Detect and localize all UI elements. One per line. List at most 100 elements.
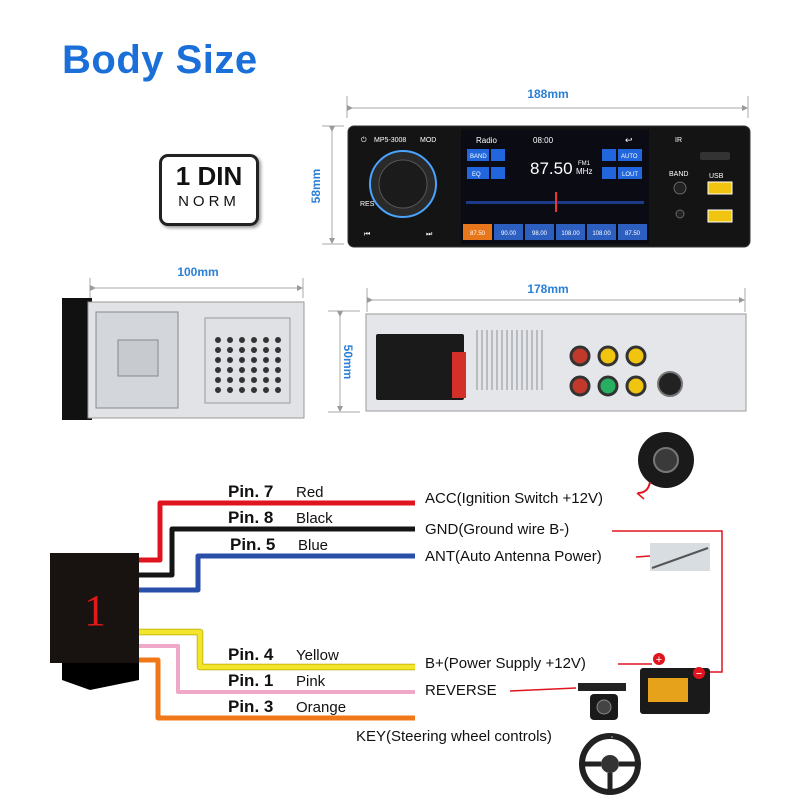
preset-label: 87.50 (625, 231, 641, 237)
side-depth-dimension: 100mm (89, 265, 304, 298)
pin-color-label: Orange (296, 699, 346, 716)
preset-button[interactable] (525, 224, 554, 240)
next-button[interactable] (602, 167, 616, 179)
vent-hole (251, 337, 257, 343)
battery-image: + − (640, 653, 710, 714)
preset-button[interactable] (587, 224, 616, 240)
radio-app-label: Radio (476, 136, 497, 145)
eq-button[interactable] (467, 167, 489, 179)
pin-label: Pin. 4 (228, 645, 274, 664)
band-key-label: BAND (669, 171, 688, 178)
vent-hole (251, 387, 257, 393)
vent-hole (227, 347, 233, 353)
vent-hole (275, 377, 281, 383)
seek-forward-button[interactable] (602, 149, 616, 161)
vent-hole (239, 337, 245, 343)
rib (521, 330, 523, 390)
wire-black (139, 526, 415, 578)
preset-button[interactable] (556, 224, 585, 240)
back-width-label: 178mm (527, 282, 568, 296)
wire-function-label: B+(Power Supply +12V) (425, 655, 586, 672)
vent-hole (251, 377, 257, 383)
band-button[interactable] (467, 149, 489, 161)
volume-knob[interactable] (378, 159, 428, 209)
pin-label: Pin. 3 (228, 697, 273, 716)
vent-hole (227, 357, 233, 363)
back-panel (365, 313, 747, 412)
seek-back-button[interactable] (491, 149, 505, 161)
vent-hole (263, 367, 269, 373)
preset-button[interactable] (618, 224, 647, 240)
rib (486, 330, 488, 390)
vent-hole (227, 367, 233, 373)
vent-hole (239, 387, 245, 393)
rib (491, 330, 493, 390)
rib (481, 330, 483, 390)
aux-jack (675, 209, 685, 219)
preset-label: 98.00 (532, 231, 548, 237)
page-title: Body Size (62, 38, 258, 82)
wire-pink (139, 644, 415, 694)
preset-label: 90.00 (501, 231, 517, 237)
steering-wheel-image (579, 733, 641, 795)
pin-label: Pin. 1 (228, 671, 273, 690)
vent-hole (263, 337, 269, 343)
preset-button[interactable] (463, 224, 492, 240)
prev-button[interactable] (491, 167, 505, 179)
vent-hole (275, 387, 281, 393)
vent-hole (215, 367, 221, 373)
ignition-key-image (638, 432, 694, 488)
rib (501, 330, 503, 390)
band-readout: FM1 (578, 161, 591, 167)
preset-label: 108.00 (592, 231, 611, 237)
vent-hole (215, 337, 221, 343)
lout-button[interactable] (618, 167, 642, 179)
radio-front-panel: ⏻ MP5-3008 MOD RES ⏮ ⏭ Radio 08:00 ↩ BAN… (347, 125, 751, 248)
wire-blue (139, 553, 415, 593)
rib (496, 330, 498, 390)
preset-button[interactable] (494, 224, 523, 240)
usb-port-1 (707, 181, 733, 195)
pin-color-label: Blue (298, 537, 328, 554)
din-badge-line2: NORM (178, 193, 240, 210)
battery-minus-terminal (693, 667, 705, 679)
vent-hole (251, 347, 257, 353)
back-height-dimension: 50mm (328, 310, 360, 413)
battery-plus-label: + (656, 654, 662, 666)
wire-function-label: GND(Ground wire B-) (425, 521, 569, 538)
next-track-icon[interactable]: ⏭ (426, 231, 433, 238)
fuse (452, 352, 466, 398)
back-icon[interactable]: ↩ (625, 135, 633, 145)
prev-track-icon[interactable]: ⏮ (364, 231, 370, 238)
vent-hole (239, 357, 245, 363)
vent-hole (263, 377, 269, 383)
din-badge: 1 DIN NORM (159, 154, 259, 226)
acc-connector-line (637, 481, 651, 494)
vent-hole (227, 337, 233, 343)
front-height-dimension: 58mm (309, 125, 344, 245)
model-label: MP5-3008 (374, 137, 406, 144)
vent-hole (275, 357, 281, 363)
front-height-label: 58mm (309, 169, 323, 204)
device-link (509, 687, 577, 692)
vent-hole (263, 357, 269, 363)
vent-holes (215, 337, 281, 393)
mod-button-label: MOD (420, 137, 436, 144)
unit-readout: MHz (576, 167, 592, 176)
card-slot (700, 152, 730, 160)
band-key[interactable] (673, 181, 687, 195)
antenna-image (650, 543, 710, 571)
rib (541, 330, 543, 390)
pin-label: Pin. 7 (228, 482, 273, 501)
vent-hole (215, 347, 221, 353)
pin-label: Pin. 5 (230, 535, 275, 554)
auto-button[interactable] (618, 149, 642, 161)
device-link (635, 555, 651, 558)
vent-hole (215, 377, 221, 383)
wire-red (139, 500, 415, 563)
usb-port-2 (707, 209, 733, 223)
power-icon: ⏻ (361, 136, 367, 144)
frequency-readout: 87.50 (530, 159, 573, 178)
